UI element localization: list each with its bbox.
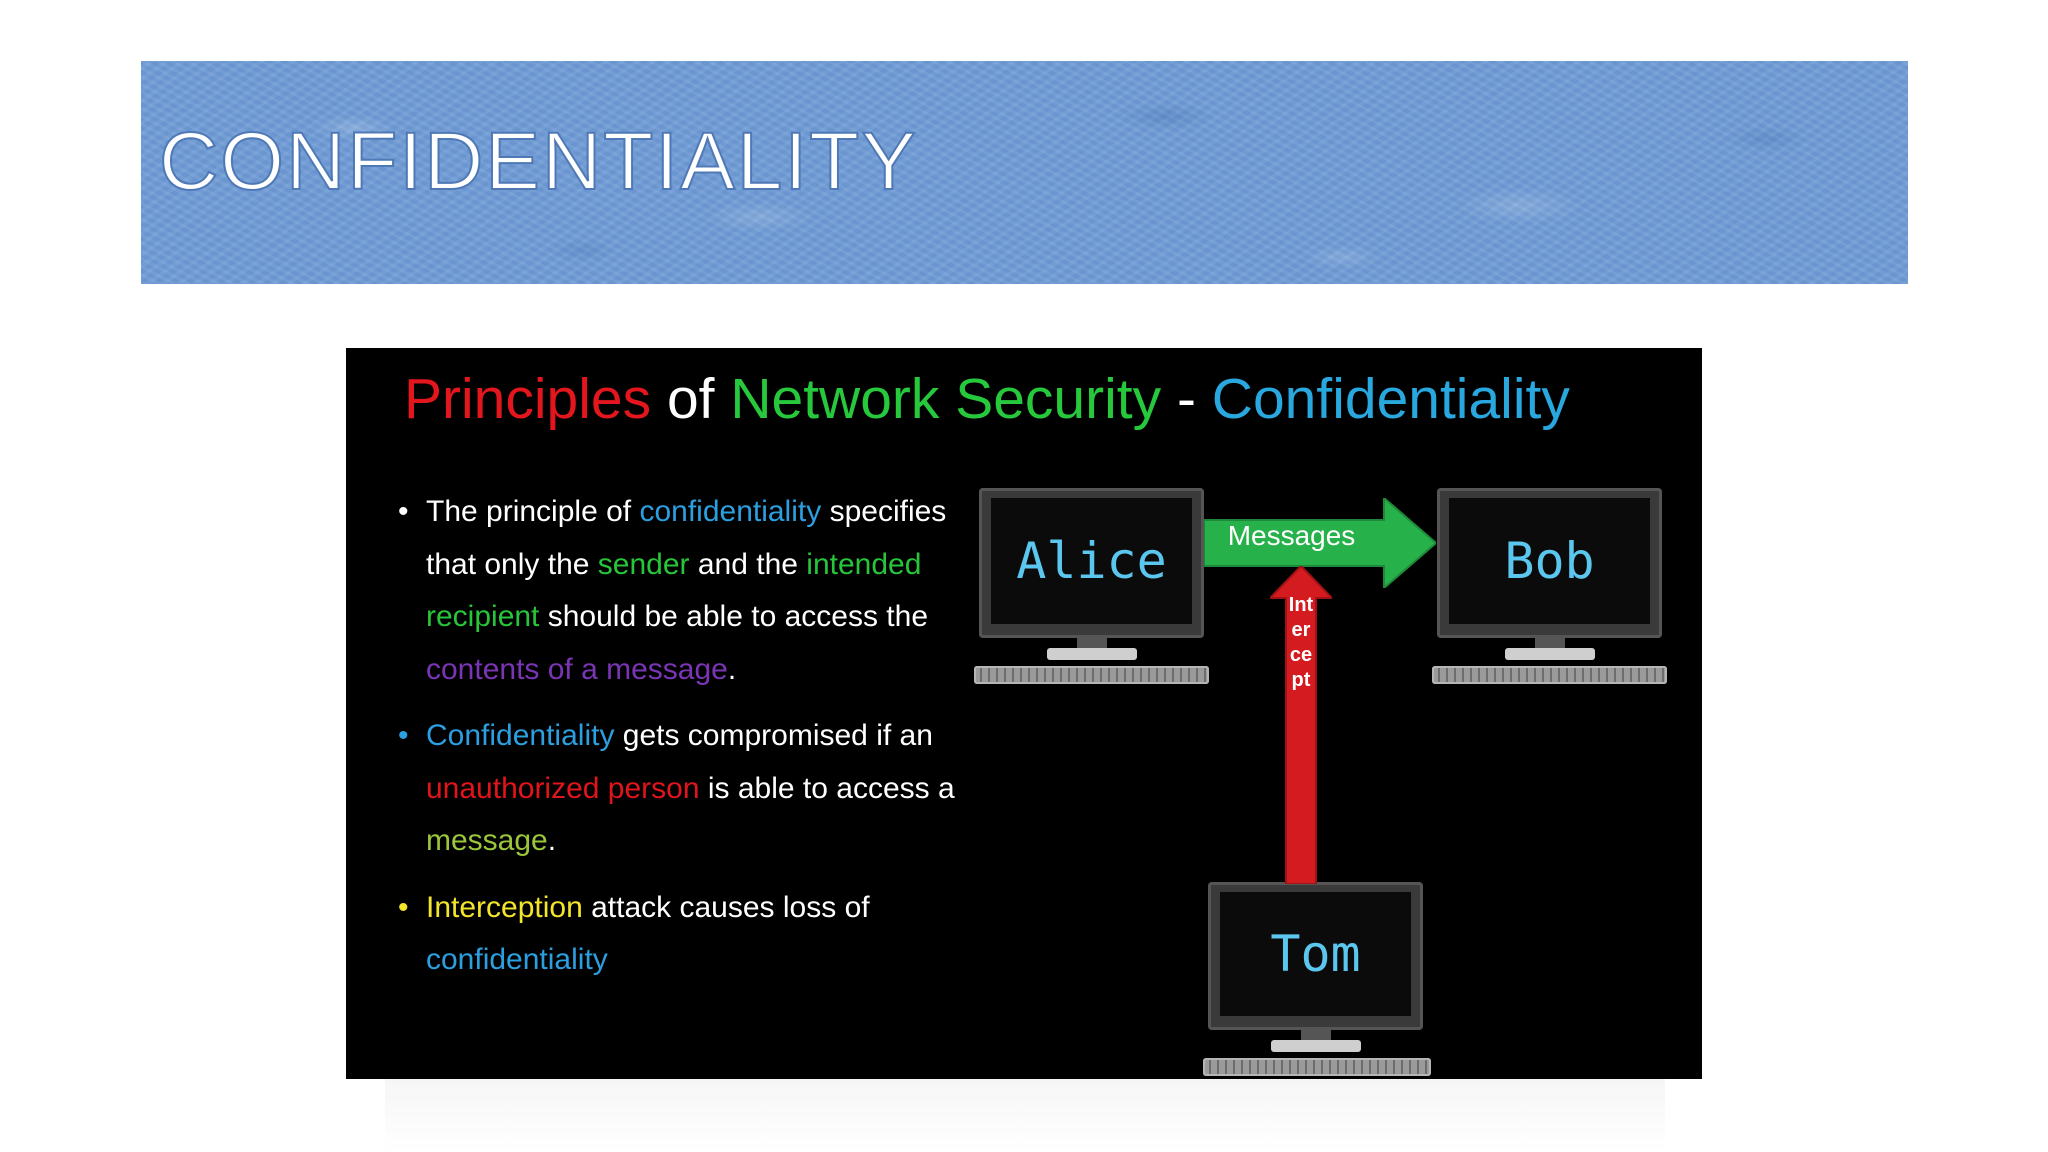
monitor-icon: Bob [1437,488,1662,638]
bullet-text-segment: Confidentiality [426,719,615,752]
bullet-text-segment: attack causes loss of [582,890,870,924]
keyboard-icon [1203,1058,1431,1076]
bullet-item: • Interception attack causes loss of con… [398,882,998,987]
computer-label-bob: Bob [1449,498,1650,624]
bullet-text-segment: should be able to access the [539,600,928,633]
figure-heading: Principles of Network Security - Confide… [404,362,1570,436]
computer-tom: Tom [1203,882,1448,1079]
title-banner: CONFIDENTIALITY [141,61,1908,284]
monitor-icon: Tom [1208,882,1423,1030]
bullet-text: The principle of confidentiality specifi… [426,495,946,686]
bullet-text-segment: confidentiality [426,943,608,976]
bullet-text-segment: contents of a message [426,652,728,686]
computer-bob: Bob [1432,488,1677,688]
bullet-text-segment: gets compromised if an [614,719,933,752]
bullet-text-segment: . [727,652,737,686]
computer-alice: Alice [974,488,1219,688]
heading-word-confidentiality: Confidentiality [1211,367,1570,431]
messages-arrow-label: Messages [1227,520,1356,551]
bullet-text-segment: unauthorized person [426,771,700,805]
figure-shadow [385,1079,1665,1152]
intercept-arrow-label: Intercept [1288,594,1314,691]
monitor-stand [1047,648,1137,660]
bullet-text-segment: intended recipient [426,547,922,634]
monitor-neck [1301,1030,1331,1042]
bullet-text-segment: Interception [426,890,583,924]
bullet-text: Confidentiality gets compromised if an u… [426,719,955,857]
computer-label-alice: Alice [991,498,1192,624]
messages-arrow-icon [1204,498,1436,588]
monitor-neck [1077,638,1107,650]
bullet-text-segment: . [547,824,557,857]
bullet-list: • The principle of confidentiality speci… [398,486,998,1001]
monitor-icon: Alice [979,488,1204,638]
bullet-text-segment: message [426,824,548,857]
intercept-arrow-icon [1270,566,1332,884]
bullet-dot: • [398,890,409,924]
bullet-dot: • [398,495,409,528]
heading-dash: - [1176,367,1196,431]
heading-word-of: of [666,367,715,431]
bullet-text-segment: sender [597,547,690,581]
bullet-item: • The principle of confidentiality speci… [398,486,998,696]
bullet-text-segment: is able to access a [699,771,955,805]
heading-word-network-security: Network Security [730,367,1162,431]
bullet-item: • Confidentiality gets compromised if an… [398,710,998,868]
keyboard-icon [1432,666,1667,684]
computer-label-tom: Tom [1220,892,1411,1016]
slide-title: CONFIDENTIALITY [158,116,918,207]
network-security-figure: Principles of Network Security - Confide… [346,348,1702,1079]
bullet-text-segment: and the [689,547,807,581]
bullet-text-segment: confidentiality [639,495,822,528]
bullet-text-segment: specifies that only the [426,495,947,581]
bullet-text-segment: The principle of [426,495,640,528]
heading-word-principles: Principles [404,367,652,431]
monitor-neck [1535,638,1565,650]
keyboard-icon [974,666,1209,684]
monitor-stand [1271,1040,1361,1052]
bullet-text: Interception attack causes loss of confi… [426,891,870,977]
monitor-stand [1505,648,1595,660]
bullet-dot: • [398,719,409,752]
